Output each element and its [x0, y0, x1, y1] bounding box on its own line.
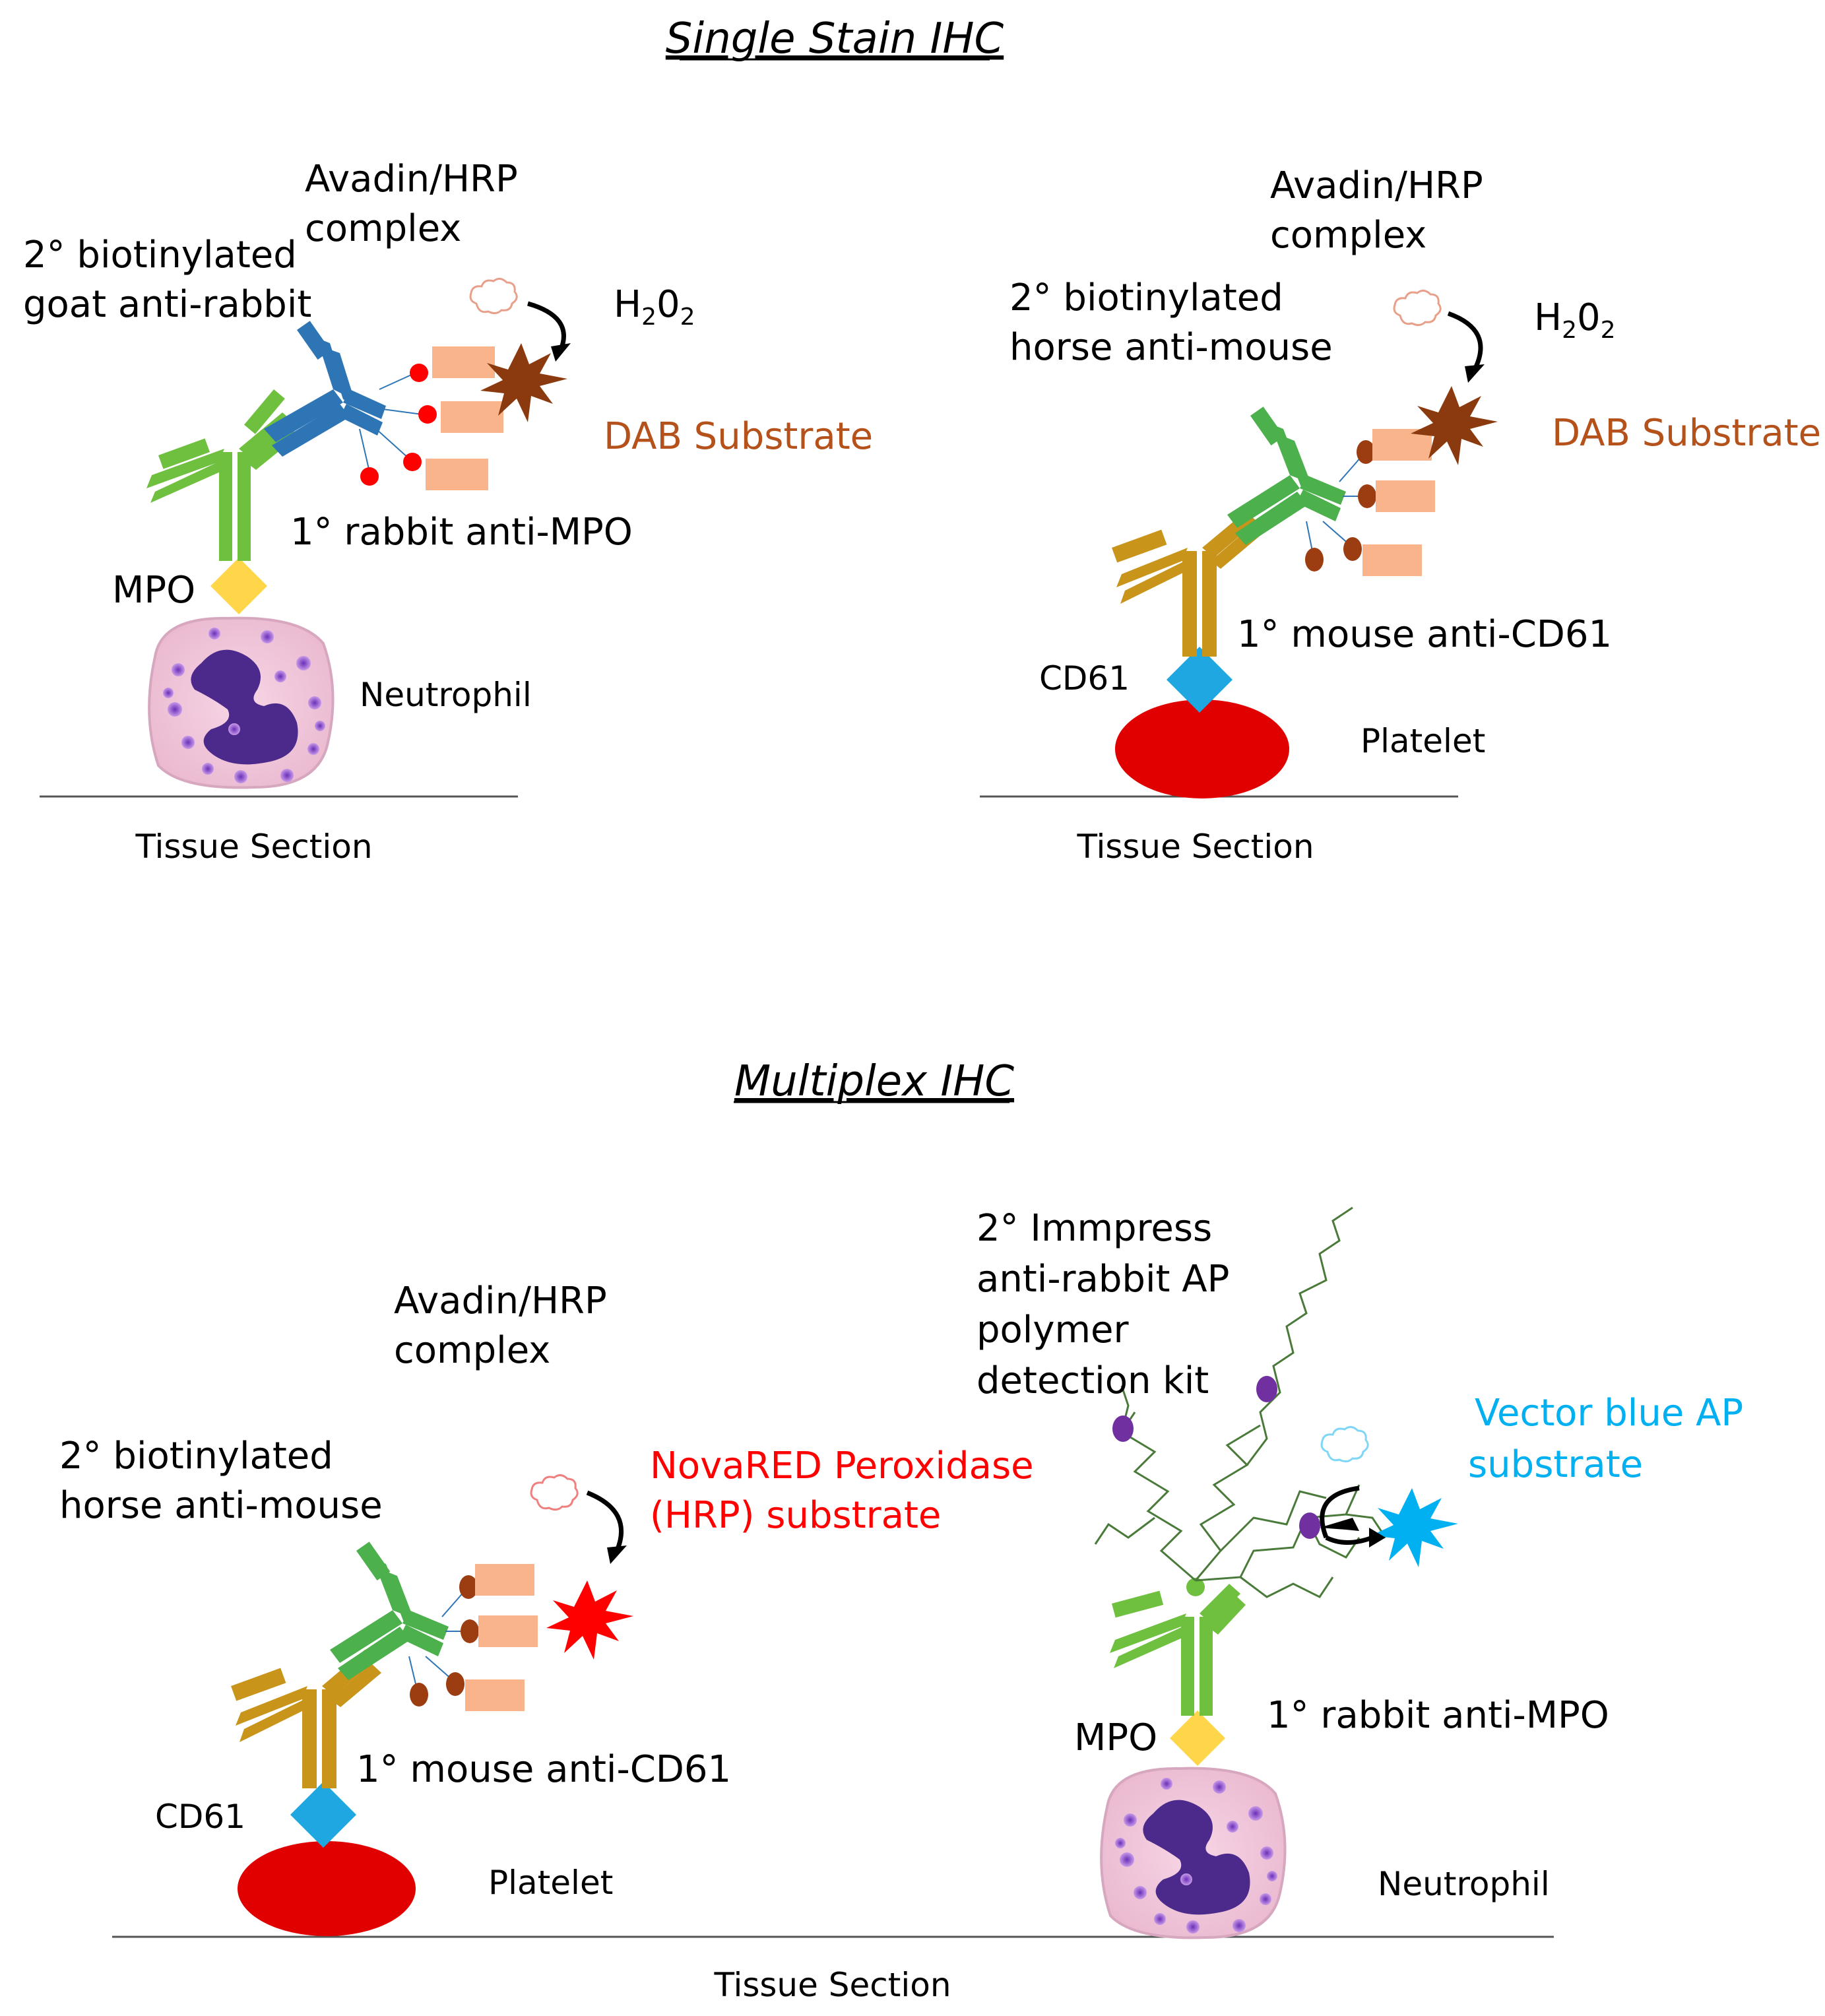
tissue-label: Tissue Section: [713, 1966, 951, 2004]
cloud-icon: [1393, 289, 1442, 327]
mpo-antigen-icon: [1170, 1710, 1225, 1766]
panel-multiplex-right: Neutrophil MPO 1° rabbit anti-MPO: [977, 1206, 1743, 1939]
cloud-icon: [469, 277, 518, 315]
ap-enzyme-icon: [1112, 1415, 1134, 1442]
biotin-icon: [1358, 484, 1376, 508]
biotin-icon: [446, 1672, 464, 1696]
hrp-enzyme-icon: [465, 1679, 525, 1711]
secondary-label-line1: 2° biotinylated: [23, 234, 297, 276]
secondary-label-line2: horse anti-mouse: [59, 1484, 383, 1527]
substrate-label-line1: Vector blue AP: [1475, 1392, 1743, 1435]
antibody-icon: [1227, 406, 1346, 545]
tissue-label: Tissue Section: [1076, 828, 1314, 866]
neutrophil-icon: [148, 616, 335, 789]
burst-icon: [1371, 1488, 1458, 1567]
tissue-label: Tissue Section: [135, 828, 372, 866]
avidin-label-line2: complex: [394, 1329, 550, 1372]
substrate-label: DAB Substrate: [1552, 412, 1821, 455]
mpo-antigen-icon: [210, 558, 267, 614]
h2o2-label: H202: [1534, 296, 1616, 344]
biotin-icon: [1343, 537, 1362, 561]
panel-multiplex-left: Platelet CD61 1° mouse anti-CD61: [59, 1280, 1034, 1936]
biotin-icon: [403, 453, 422, 471]
avidin-label-line1: Avadin/HRP: [305, 158, 518, 201]
kit-label-line1: 2° Immpress: [977, 1207, 1212, 1250]
antibody-icon: [146, 389, 298, 561]
avidin-label-line1: Avadin/HRP: [1270, 164, 1483, 207]
cell-label: Platelet: [488, 1864, 613, 1902]
avidin-label-line1: Avadin/HRP: [394, 1280, 607, 1322]
burst-icon: [546, 1580, 633, 1660]
biotin-icon: [410, 1683, 428, 1707]
kit-label-line2: anti-rabbit AP: [977, 1258, 1229, 1301]
cd61-antigen-icon: [1167, 647, 1233, 713]
secondary-label-line2: horse anti-mouse: [1009, 326, 1333, 369]
biotin-icon: [1305, 548, 1324, 571]
ap-enzyme-icon: [1256, 1376, 1277, 1402]
secondary-label-line2: goat anti-rabbit: [23, 283, 311, 326]
biotin-icon: [1357, 440, 1375, 464]
biotin-icon: [418, 405, 437, 424]
hrp-enzyme-icon: [1362, 544, 1422, 576]
antibody-icon: [330, 1542, 449, 1680]
secondary-label-line1: 2° biotinylated: [59, 1435, 333, 1478]
hrp-enzyme-icon: [475, 1564, 534, 1596]
antigen-label: CD61: [1039, 659, 1130, 698]
cell-label: Platelet: [1361, 722, 1485, 760]
substrate-label-line2: substrate: [1468, 1443, 1643, 1486]
hrp-enzyme-icon: [1376, 480, 1435, 512]
biotin-icon: [459, 1575, 478, 1599]
curved-arrow-icon: [1320, 1485, 1360, 1539]
biotin-icon: [360, 467, 379, 486]
cell-label: Neutrophil: [360, 676, 532, 714]
antibody-icon: [264, 321, 386, 457]
cloud-icon: [1320, 1425, 1369, 1463]
burst-icon: [1411, 386, 1498, 465]
secondary-label-line1: 2° biotinylated: [1009, 276, 1283, 319]
cd61-antigen-icon: [290, 1782, 356, 1848]
primary-label: 1° rabbit anti-MPO: [290, 511, 633, 554]
h2o2-label: H202: [614, 283, 695, 331]
kit-label-line3: polymer: [977, 1309, 1130, 1351]
panel-single-left: Tissue Section Neutrophil MPO 1° rabbit …: [23, 158, 873, 866]
ap-enzyme-icon: [1299, 1512, 1320, 1539]
avidin-label-line2: complex: [305, 207, 461, 250]
avidin-label-line2: complex: [1270, 214, 1426, 257]
kit-label-line4: detection kit: [977, 1359, 1209, 1402]
biotin-icon: [410, 364, 428, 382]
biotin-icon: [461, 1619, 479, 1643]
hrp-enzyme-icon: [478, 1615, 538, 1647]
antibody-icon: [1110, 1584, 1246, 1716]
antigen-label: MPO: [112, 569, 195, 612]
substrate-label-line1: NovaRED Peroxidase: [650, 1445, 1034, 1487]
curved-arrow-icon: [527, 301, 566, 351]
curved-arrow-icon: [586, 1490, 624, 1552]
antigen-label: CD61: [155, 1798, 245, 1836]
curved-arrow-icon: [1447, 311, 1483, 371]
panel-single-right: Tissue Section Platelet CD61 1° mouse an…: [980, 164, 1821, 866]
antigen-label: MPO: [1074, 1716, 1157, 1759]
primary-label: 1° rabbit anti-MPO: [1267, 1694, 1609, 1737]
hrp-enzyme-icon: [432, 346, 495, 378]
title-single-stain: Single Stain IHC: [666, 15, 1004, 63]
substrate-label-line2: (HRP) substrate: [650, 1494, 941, 1537]
burst-icon: [480, 343, 567, 422]
cell-label: Neutrophil: [1378, 1865, 1550, 1903]
neutrophil-icon: [1100, 1767, 1287, 1939]
hrp-enzyme-icon: [426, 459, 488, 490]
primary-label: 1° mouse anti-CD61: [1237, 613, 1612, 656]
platelet-icon: [238, 1841, 416, 1936]
substrate-label: DAB Substrate: [604, 415, 873, 458]
primary-label: 1° mouse anti-CD61: [356, 1748, 731, 1791]
hrp-enzyme-icon: [441, 401, 503, 433]
title-multiplex: Multiplex IHC: [734, 1057, 1014, 1106]
platelet-icon: [1115, 699, 1289, 798]
cloud-icon: [530, 1474, 579, 1511]
